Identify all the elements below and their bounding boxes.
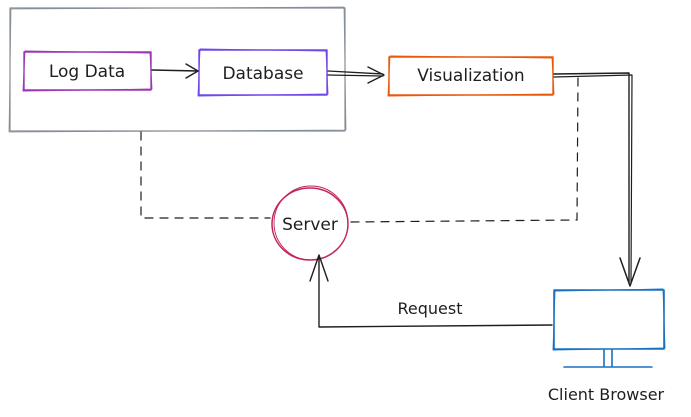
monitor-icon bbox=[552, 288, 666, 368]
arrow-database-to-visualization bbox=[327, 66, 385, 84]
server-node: Server bbox=[271, 185, 349, 261]
pipeline-group-box bbox=[8, 6, 347, 133]
log-data-label: Log Data bbox=[49, 62, 125, 82]
visualization-node: Visualization bbox=[387, 55, 555, 97]
arrow-logdata-to-database bbox=[151, 63, 199, 79]
client-browser-label: Client Browser bbox=[548, 385, 665, 404]
dashed-link-visualization-to-server bbox=[349, 77, 579, 223]
dashed-link-group-to-server bbox=[140, 131, 271, 219]
client-browser-node: Client Browser bbox=[548, 288, 666, 404]
server-label: Server bbox=[282, 215, 338, 235]
database-node: Database bbox=[197, 48, 329, 97]
arrow-visualization-to-client bbox=[553, 72, 641, 287]
arrow-request-client-to-server: Request bbox=[309, 254, 553, 328]
visualization-label: Visualization bbox=[417, 66, 524, 86]
log-data-node: Log Data bbox=[22, 50, 153, 92]
database-label: Database bbox=[222, 64, 303, 84]
request-label: Request bbox=[398, 299, 463, 318]
